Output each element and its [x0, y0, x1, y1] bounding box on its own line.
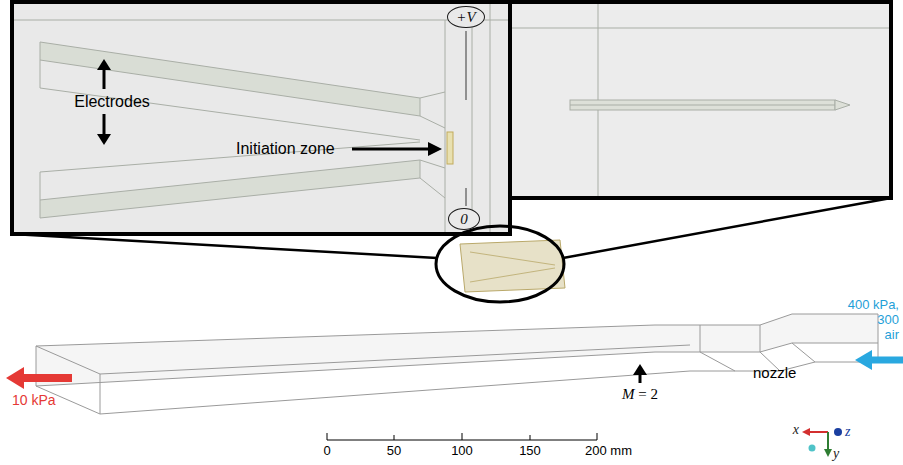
z-axis	[834, 428, 842, 436]
inflow-label: 300	[877, 313, 899, 328]
channel-outline	[36, 314, 878, 414]
outflow-arrow	[22, 374, 72, 382]
scale-bar	[327, 433, 597, 440]
inset-panel	[512, 2, 891, 198]
arrow-head	[428, 142, 442, 156]
arrow-head	[855, 350, 872, 370]
pointer-arrow	[103, 114, 106, 136]
inset-frame	[510, 2, 891, 198]
electrode-outline	[470, 252, 555, 265]
pointer-arrow	[639, 374, 642, 383]
axis-label: z	[845, 424, 850, 440]
electrode-outline	[512, 2, 891, 198]
x-axis	[808, 431, 828, 433]
mach-label: M = 2	[622, 386, 658, 403]
scale-label: 50	[387, 444, 401, 459]
outflow-label: 10 kPa	[12, 392, 56, 408]
axis-label: y	[833, 446, 839, 462]
inflow-label: 400 kPa,	[848, 298, 899, 313]
axis-label: x	[793, 422, 799, 438]
scale-label: 200 mm	[585, 444, 632, 459]
y-axis	[827, 432, 829, 450]
terminal-circle: +V	[447, 6, 484, 28]
wire	[465, 188, 466, 206]
scale-label: 150	[519, 444, 541, 459]
zoom-ellipse	[436, 226, 564, 302]
arrow-head	[824, 449, 832, 457]
zoom-line	[563, 198, 891, 258]
inset-frame	[12, 2, 510, 234]
axis-dot	[809, 445, 816, 452]
pointer-arrow	[352, 148, 430, 151]
arrow-head	[97, 134, 111, 145]
part-label: nozzle	[753, 364, 796, 381]
electrode-region	[460, 240, 565, 292]
arrow-head	[6, 367, 24, 389]
inflow-label: air	[885, 328, 899, 343]
wire	[465, 31, 466, 100]
terminal-label: 0	[457, 210, 471, 228]
electrode-outline	[470, 268, 555, 282]
arrow-head	[802, 428, 810, 436]
terminal-circle: 0	[448, 208, 480, 230]
part-label: Electrodes	[74, 93, 150, 111]
initiation-zone	[447, 132, 453, 164]
inflow-arrow	[870, 357, 903, 364]
arrow-head	[633, 364, 647, 375]
part-label: Initiation zone	[236, 140, 335, 158]
pointer-arrow	[103, 68, 106, 89]
zoom-line	[12, 234, 437, 258]
scale-label: 0	[323, 444, 330, 459]
scale-label: 100	[451, 444, 473, 459]
arrow-head	[97, 59, 111, 70]
terminal-label: +V	[456, 8, 475, 26]
inset-panel	[12, 2, 510, 234]
electrode-outline	[12, 2, 508, 232]
